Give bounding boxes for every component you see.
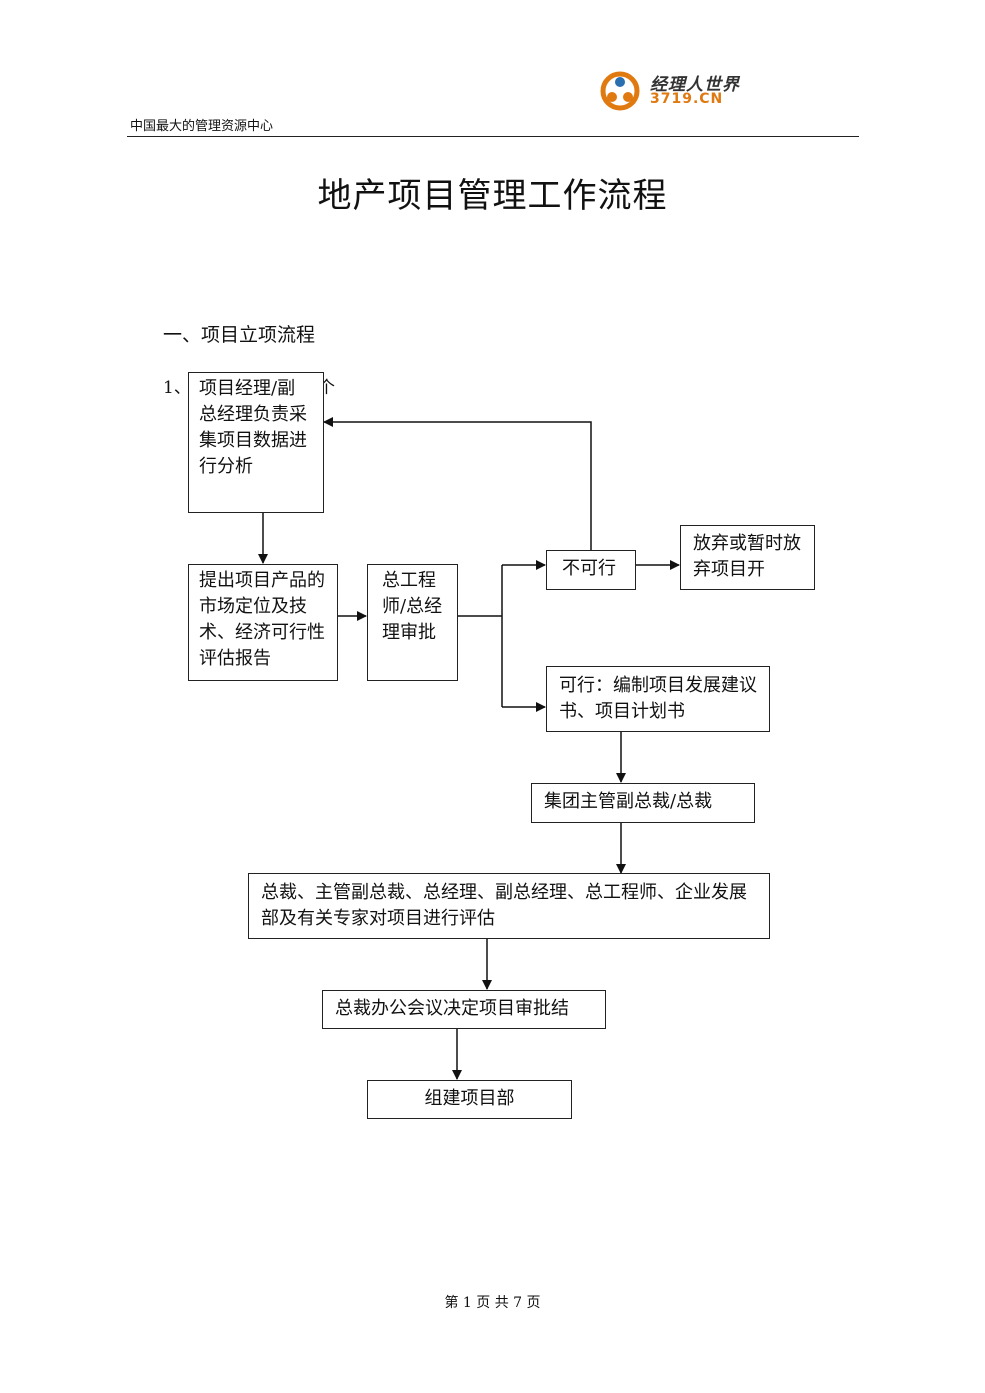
header-rule xyxy=(127,136,859,137)
box-infeasible: 不可行 xyxy=(546,550,636,590)
box-collect-data: 项目经理/副总经理负责采集项目数据进行分析 xyxy=(188,372,324,513)
box-president-meeting: 总裁办公会议决定项目审批结 xyxy=(322,990,606,1029)
box-abandon-project: 放弃或暂时放弃项目开 xyxy=(680,525,815,590)
section-heading: 一、项目立项流程 xyxy=(163,324,316,346)
box-chief-approval: 总工程师/总经理审批 xyxy=(367,564,458,681)
logo-text-en: 3719.CN xyxy=(650,91,724,107)
page-title: 地产项目管理工作流程 xyxy=(317,176,668,216)
box-feasible-proposal: 可行：编制项目发展建议书、项目计划书 xyxy=(546,666,770,732)
page-footer: 第 1 页 共 7 页 xyxy=(444,1295,541,1311)
logo-icon xyxy=(600,71,640,111)
box-feasibility-report: 提出项目产品的市场定位及技术、经济可行性评估报告 xyxy=(188,564,338,681)
subsection-number: 1、 xyxy=(163,378,191,398)
box-evaluation: 总裁、主管副总裁、总经理、副总经理、总工程师、企业发展部及有关专家对项目进行评估 xyxy=(248,873,770,939)
logo-text-cn: 经理人世界 xyxy=(650,75,740,95)
box-form-project-dept: 组建项目部 xyxy=(367,1080,572,1119)
header-site-name: 中国最大的管理资源中心 xyxy=(130,119,274,134)
box-group-vp: 集团主管副总裁/总裁 xyxy=(531,783,755,823)
